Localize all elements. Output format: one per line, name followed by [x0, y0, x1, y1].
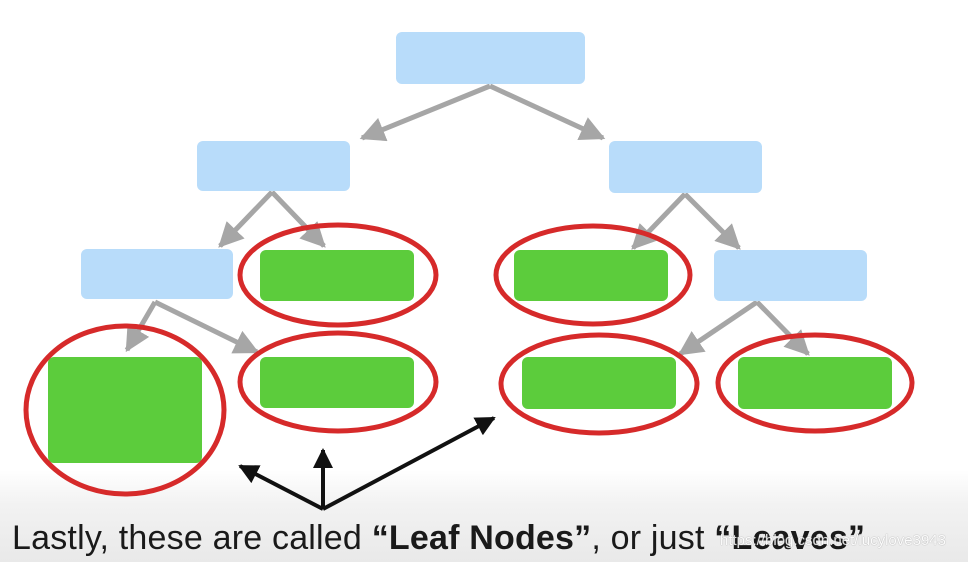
tree-edges: [124, 83, 810, 357]
watermark-url: https://blog.csdn.net/lucylove3943: [720, 532, 946, 549]
edge-right-to-rightright: [683, 192, 741, 250]
internal-node-left: [197, 141, 350, 191]
caption-text-start: Lastly, these are called: [12, 519, 372, 557]
leaf-node: [260, 357, 414, 408]
highlight-circle: [715, 332, 915, 434]
highlight-circle: [237, 330, 439, 434]
highlight-circle: [237, 222, 439, 328]
edge-left-to-leaf: [270, 190, 326, 248]
leaf-node: [522, 357, 676, 409]
edge-rightright-to-leaf2: [755, 300, 810, 356]
internal-node-right: [609, 141, 762, 193]
leaf-node: [260, 250, 414, 301]
caption-close-quote-2: ”: [848, 519, 866, 557]
caption-open-quote-2: “: [714, 519, 732, 557]
leaf-highlight-circles: [23, 222, 915, 497]
highlight-circle: [23, 323, 227, 497]
pointer-arrow-left: [238, 464, 324, 511]
internal-nodes: [81, 32, 867, 301]
root-node: [396, 32, 585, 84]
caption-text-middle: , or just: [591, 519, 715, 557]
internal-node-right-right: [714, 250, 867, 301]
leaf-node: [48, 357, 202, 463]
edge-root-left: [359, 83, 491, 142]
edge-left-to-leftleft: [218, 190, 274, 248]
edge-right-to-leaf: [631, 192, 687, 250]
leaf-node: [738, 357, 892, 409]
caption-term-leaf-nodes: Leaf Nodes: [388, 519, 575, 557]
leaf-nodes: [48, 250, 892, 463]
caption-term-leaves: Leaves: [731, 519, 849, 557]
pointer-arrows: [238, 416, 496, 511]
caption-open-quote: “: [371, 519, 389, 557]
leaf-node: [514, 250, 668, 301]
slide-caption: Lastly, these are called “Leaf Nodes”, o…: [12, 516, 865, 560]
highlight-circle: [493, 223, 693, 327]
highlight-circle: [498, 332, 700, 436]
edge-root-right: [488, 83, 606, 141]
caption-close-quote: ”: [574, 519, 592, 557]
pointer-arrow-right: [322, 416, 496, 511]
internal-node-left-left: [81, 249, 233, 299]
edge-rightright-to-leaf: [677, 299, 759, 357]
edge-leftleft-to-leaf2: [153, 299, 260, 355]
